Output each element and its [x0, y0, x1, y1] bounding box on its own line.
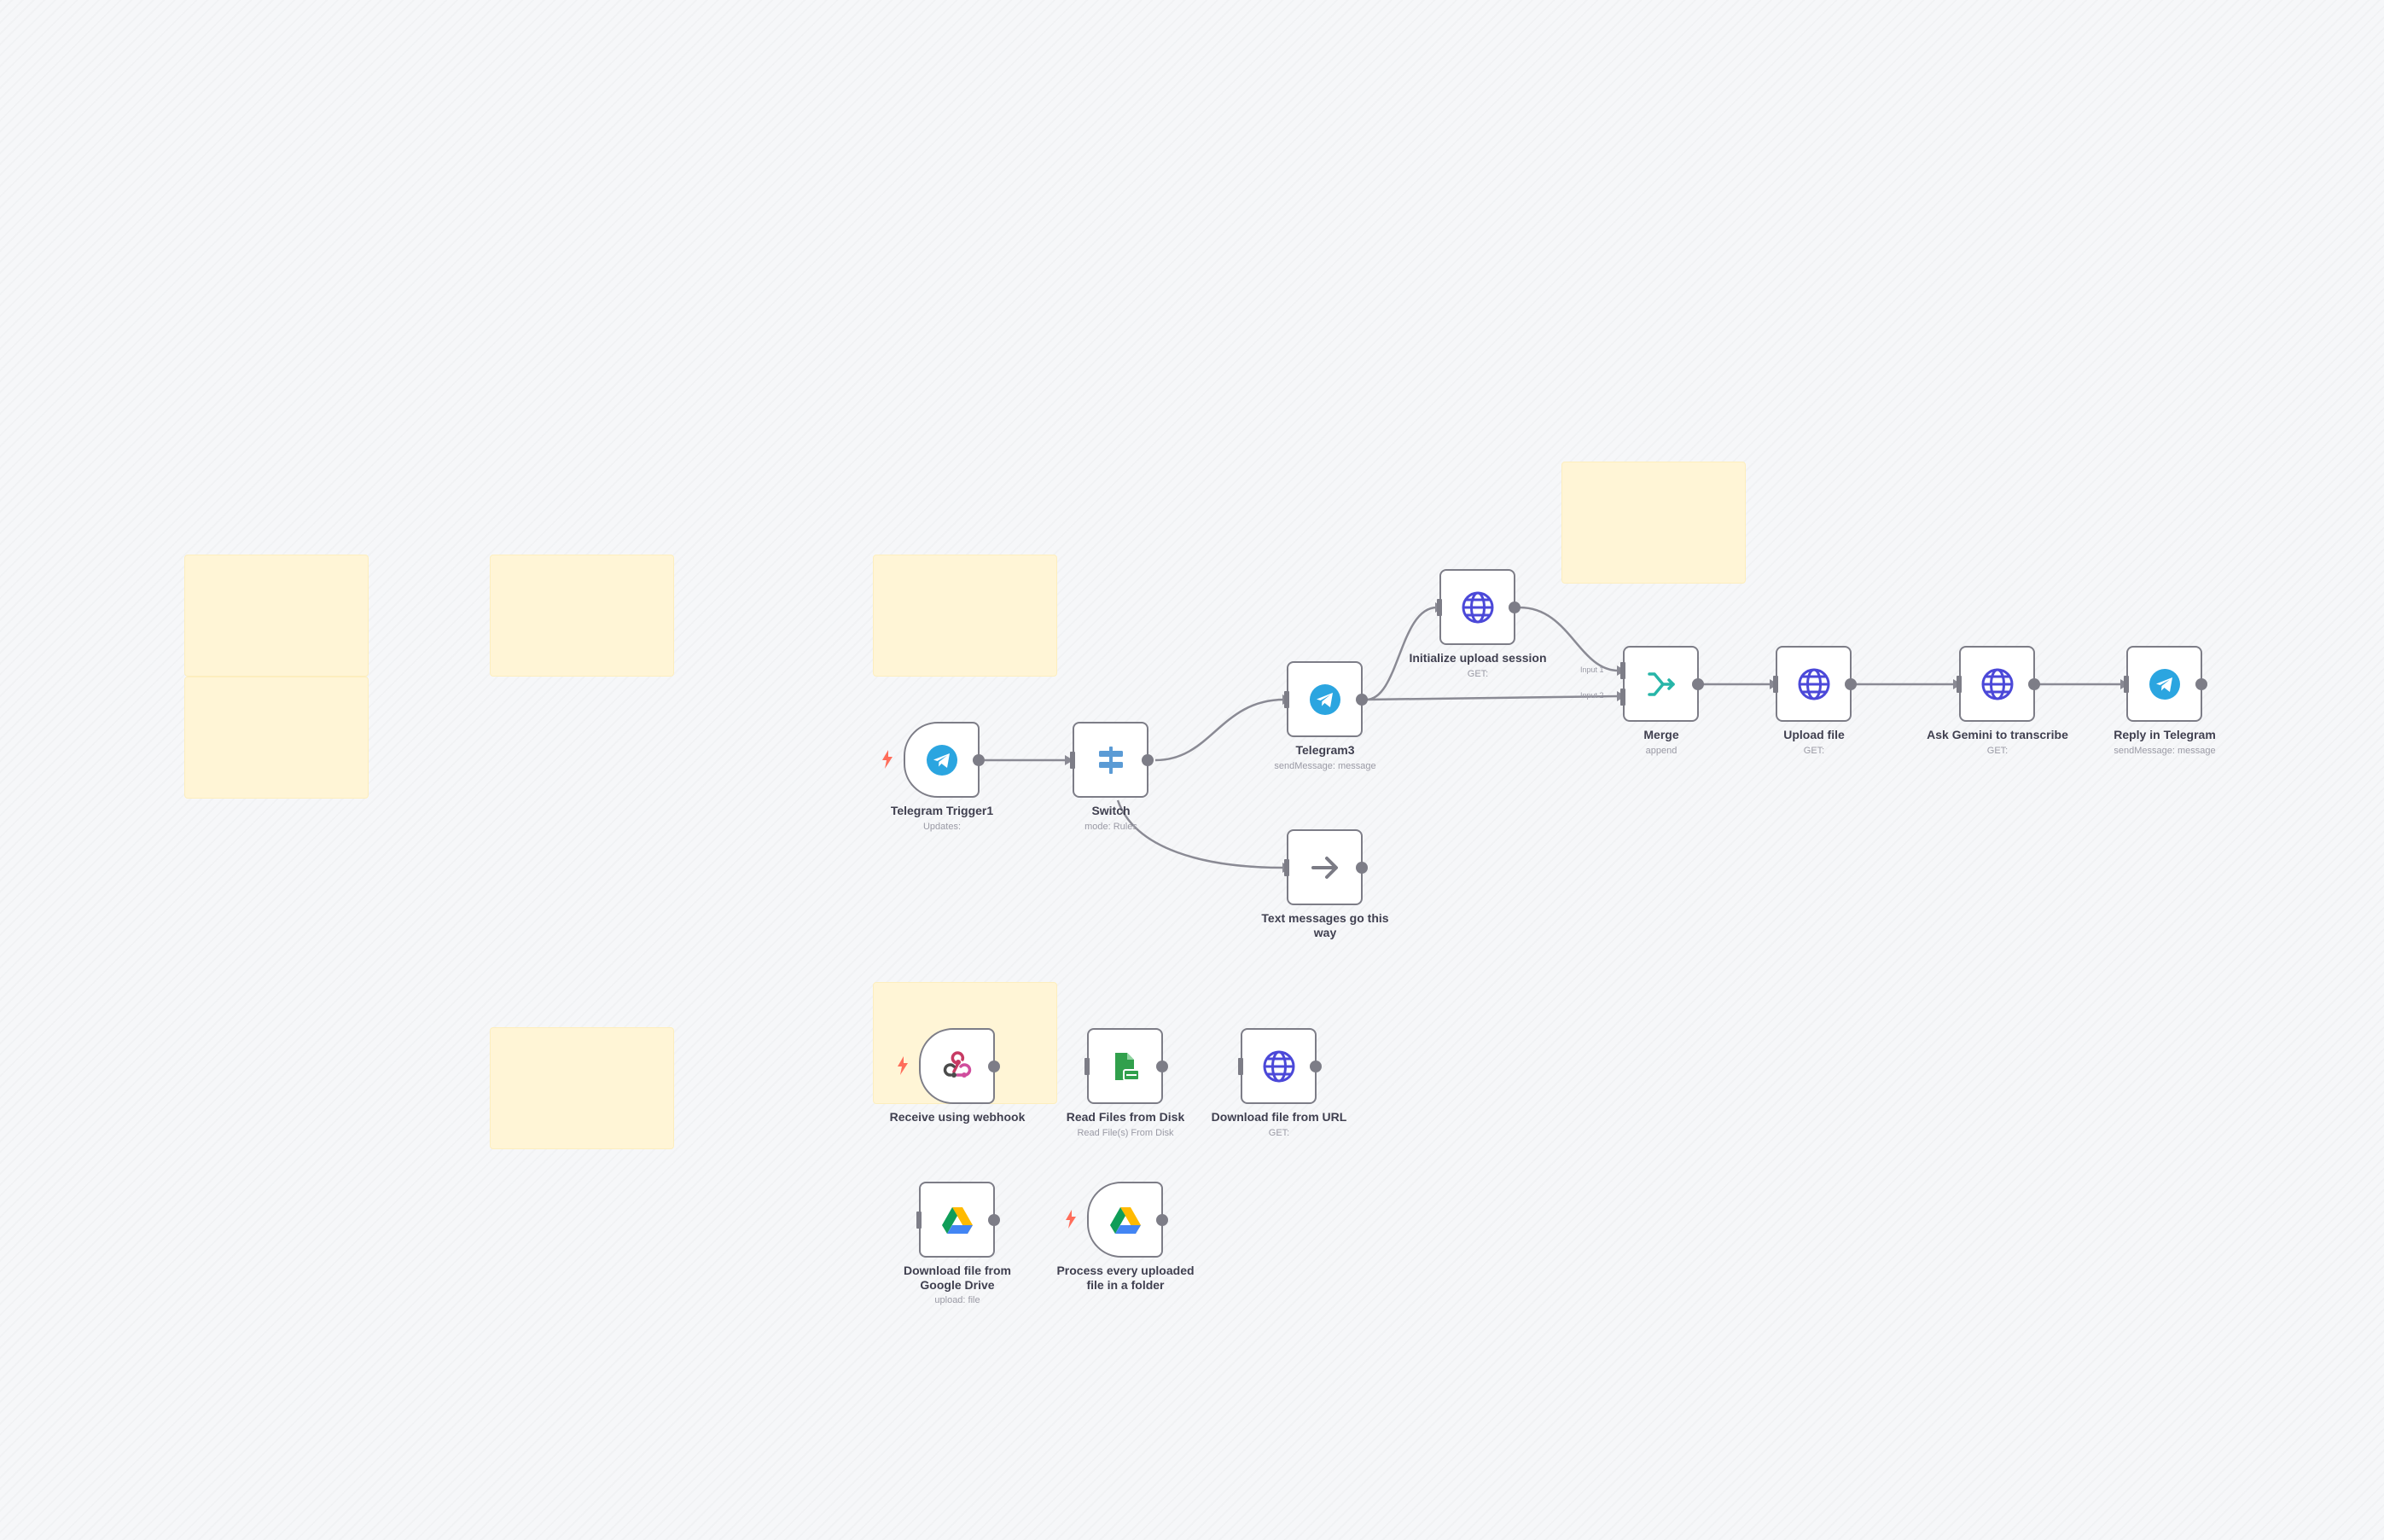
node-text-messages[interactable]: [1284, 829, 1368, 905]
input-handle[interactable]: [1284, 858, 1289, 876]
input-handle[interactable]: [1957, 675, 1962, 693]
node-merge[interactable]: [1620, 646, 1704, 722]
node-download-url[interactable]: [1238, 1028, 1322, 1104]
node-upload-file[interactable]: [1773, 646, 1857, 722]
node-subtitle: GET:: [1986, 746, 2009, 756]
output-handle[interactable]: [2028, 677, 2040, 690]
node-label: Reply in Telegram: [2114, 728, 2216, 741]
input-handle[interactable]: [1084, 1057, 1090, 1075]
output-handle[interactable]: [988, 1213, 1000, 1226]
node-subtitle: mode: Rules: [1084, 822, 1137, 832]
input-handle[interactable]: [1070, 751, 1075, 769]
google-drive-icon: [1109, 1206, 1141, 1234]
connection-switch-telegram3: [1154, 698, 1285, 762]
output-handle[interactable]: [1509, 601, 1521, 613]
input-handle[interactable]: [1284, 690, 1289, 708]
arrowhead: [1065, 755, 1073, 765]
node-label: Download file from Google Drive: [904, 1264, 1011, 1292]
node-label: Text messages go this way: [1261, 911, 1389, 939]
output-handle[interactable]: [1356, 861, 1368, 874]
node-subtitle: sendMessage: message: [1274, 761, 1376, 771]
node-label: Receive using webhook: [889, 1110, 1026, 1124]
input-handle[interactable]: [916, 1211, 922, 1229]
telegram-icon: [1309, 683, 1340, 715]
sticky-note[interactable]: [1561, 462, 1746, 584]
merge-icon: [1647, 671, 1675, 696]
output-handle[interactable]: [1310, 1060, 1322, 1072]
node-receive-webhook[interactable]: [898, 1028, 1000, 1104]
node-label: Merge: [1643, 728, 1679, 741]
node-label: Switch: [1091, 804, 1131, 817]
output-handle[interactable]: [988, 1060, 1000, 1072]
input-handle[interactable]: [2124, 675, 2129, 693]
node-label: Telegram3: [1295, 743, 1355, 757]
input-handle-1[interactable]: [1620, 662, 1625, 680]
sticky-note[interactable]: [490, 1027, 674, 1149]
sticky-note[interactable]: [184, 555, 369, 677]
node-subtitle: GET:: [1467, 669, 1489, 679]
switch-icon: [1098, 746, 1123, 774]
merge-input-1-label: Input 1: [1580, 665, 1604, 674]
node-ask-gemini[interactable]: [1957, 646, 2040, 722]
node-subtitle: append: [1645, 746, 1678, 756]
node-telegram-trigger[interactable]: [882, 722, 985, 798]
node-label: Telegram Trigger1: [890, 804, 994, 817]
trigger-bolt-icon: [898, 1055, 908, 1075]
node-subtitle: GET:: [1268, 1128, 1290, 1138]
globe-icon: [1263, 1050, 1294, 1082]
node-process-folder[interactable]: [1066, 1182, 1168, 1258]
sticky-note[interactable]: [873, 555, 1057, 677]
output-handle[interactable]: [1156, 1213, 1168, 1226]
node-label: Initialize upload session: [1409, 651, 1547, 665]
telegram-icon: [2149, 668, 2180, 700]
globe-icon: [1462, 591, 1493, 623]
connection-telegram3-init: [1365, 606, 1438, 701]
node-label: Download file from URL: [1211, 1110, 1347, 1124]
node-label: Ask Gemini to transcribe: [1927, 728, 2068, 741]
node-label: Process every uploaded file in a folder: [1056, 1264, 1195, 1292]
output-handle[interactable]: [1356, 693, 1368, 706]
output-handle[interactable]: [1692, 677, 1704, 690]
node-read-files[interactable]: [1084, 1028, 1168, 1104]
connection-switch-text: [1116, 799, 1285, 869]
node-download-gdrive[interactable]: [916, 1182, 1000, 1258]
arrow-right-icon: [1311, 856, 1338, 879]
node-switch[interactable]: [1070, 722, 1154, 798]
google-drive-icon: [941, 1206, 973, 1234]
node-telegram3[interactable]: [1284, 661, 1368, 737]
sticky-note[interactable]: [490, 555, 674, 677]
node-label: Read Files from Disk: [1066, 1110, 1185, 1124]
globe-icon: [1798, 668, 1829, 700]
node-subtitle: Updates:: [922, 822, 962, 832]
node-reply-telegram[interactable]: [2124, 646, 2207, 722]
input-handle[interactable]: [1773, 675, 1778, 693]
globe-icon: [1981, 668, 2013, 700]
telegram-icon: [926, 744, 957, 776]
node-subtitle: Read File(s) From Disk: [1077, 1128, 1174, 1138]
output-handle[interactable]: [973, 753, 985, 766]
connection-telegram3-merge: [1365, 694, 1619, 701]
input-handle[interactable]: [1238, 1057, 1243, 1075]
file-icon: [1114, 1052, 1140, 1081]
output-handle[interactable]: [1142, 753, 1154, 766]
output-handle[interactable]: [2195, 677, 2207, 690]
trigger-bolt-icon: [882, 749, 893, 769]
node-initialize-upload-session[interactable]: [1437, 569, 1521, 645]
node-subtitle: upload: file: [934, 1295, 980, 1305]
trigger-bolt-icon: [1066, 1209, 1076, 1229]
node-subtitle: sendMessage: message: [2114, 746, 2216, 756]
input-handle-2[interactable]: [1620, 688, 1625, 706]
webhook-icon: [943, 1050, 971, 1078]
node-subtitle: GET:: [1803, 746, 1825, 756]
output-handle[interactable]: [1845, 677, 1857, 690]
output-handle[interactable]: [1156, 1060, 1168, 1072]
connection-init-merge: [1519, 606, 1619, 672]
node-label: Upload file: [1783, 728, 1845, 741]
input-handle[interactable]: [1437, 598, 1442, 616]
merge-input-2-label: Input 2: [1580, 691, 1604, 700]
sticky-note[interactable]: [184, 677, 369, 799]
